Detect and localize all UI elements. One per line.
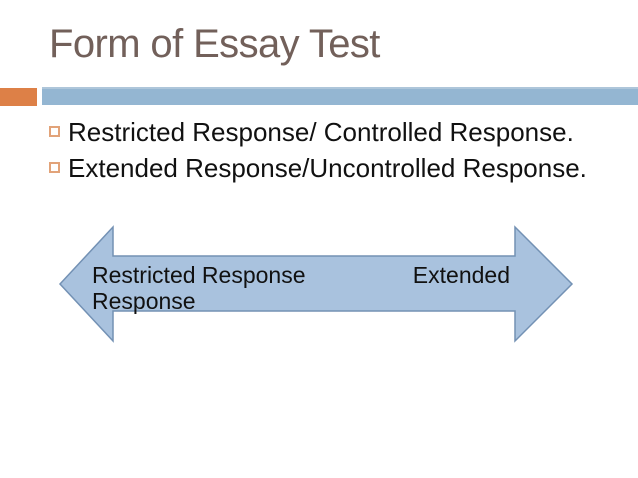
bullet-square-icon: [49, 126, 60, 137]
bullet-square-icon: [49, 162, 60, 173]
arrow-label-right: Extended: [412, 262, 510, 288]
bullet-text-restricted-response: Restricted Response/ Controlled Response…: [68, 117, 574, 147]
arrow-label-left-wrap: Response: [92, 288, 196, 314]
arrow-label-left: Restricted Response: [92, 262, 306, 288]
bullet-list: Restricted Response/ Controlled Response…: [0, 114, 638, 186]
double-headed-arrow-shape: [58, 225, 574, 343]
slide-title: Form of Essay Test: [49, 22, 380, 66]
arrow-label-block: Restricted Response Extended Response: [92, 262, 510, 314]
title-divider-blue-bar: [42, 87, 638, 105]
bullet-item: Restricted Response/ Controlled Response…: [0, 114, 638, 150]
bullet-text-extended-response: Extended Response/Uncontrolled Response.: [68, 153, 587, 183]
double-arrow-polygon: [58, 225, 574, 343]
title-divider-orange-block: [0, 88, 37, 106]
arrow-label-line1: Restricted Response Extended: [92, 262, 510, 288]
bullet-item: Extended Response/Uncontrolled Response.: [0, 150, 638, 186]
